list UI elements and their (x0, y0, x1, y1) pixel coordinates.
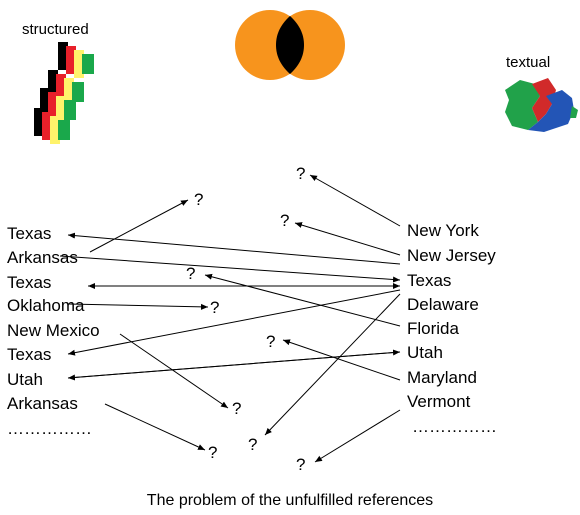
arrow-oklahoma-to-unknown (67, 303, 209, 310)
reference-arrows (59, 174, 401, 463)
unknown-marker: ? (248, 435, 258, 454)
overlap-venn-icon (235, 10, 345, 80)
unknown-marker: ? (296, 455, 306, 474)
arrow-maryland-to-unknown (282, 339, 401, 381)
unknown-marker: ? (232, 399, 242, 418)
arrow-newjersey-to-texas-left (67, 232, 401, 265)
right-list-item: Utah (407, 343, 443, 362)
right-list-item: Delaware (407, 295, 479, 314)
right-list-item: Texas (407, 271, 452, 290)
unknown-marker: ? (186, 264, 196, 283)
arrow-texas-left-to-texas-right (59, 255, 401, 283)
right-list-item: New York (407, 221, 479, 240)
left-list-item: Texas (7, 345, 52, 364)
arrow-florida-to-unknown (204, 273, 401, 327)
unknown-marker: ? (266, 332, 276, 351)
right-list-item: Vermont (407, 392, 471, 411)
left-list-item: Oklahoma (7, 296, 85, 315)
left-list-item: New Mexico (7, 321, 100, 340)
unknown-marker: ? (208, 443, 218, 462)
structured-label: structured (22, 21, 89, 38)
left-list-item: Texas (7, 224, 52, 243)
right-list-item: Florida (407, 319, 459, 338)
left-list-item: Arkansas (7, 394, 78, 413)
unknown-marker: ? (296, 164, 306, 183)
arrow-vermont-to-unknown (314, 409, 401, 463)
right-list-ellipsis: …………… (412, 417, 497, 436)
textual-map-icon (505, 78, 578, 132)
arrow-arkansas-to-unknown-low (104, 403, 206, 451)
arrow-newyork-to-unknown-top (309, 174, 401, 227)
arrow-arkansas-to-unknown (89, 199, 189, 253)
unknown-marker: ? (210, 298, 220, 317)
left-list-item: Utah (7, 370, 43, 389)
figure-caption: The problem of the unfulfilled reference… (146, 492, 434, 509)
arrow-delaware-to-texas-left (67, 289, 401, 356)
right-list-item: New Jersey (407, 246, 496, 265)
unknown-marker: ? (280, 211, 290, 230)
structured-data-icon (34, 42, 94, 144)
arrow-utah-to-utah-left (67, 351, 401, 381)
textual-label: textual (506, 54, 551, 71)
left-list-item: Arkansas (7, 248, 78, 267)
right-list-item: Maryland (407, 368, 477, 387)
arrow-delaware-to-unknown-low (264, 293, 401, 436)
unknown-marker: ? (194, 190, 204, 209)
left-list-item: Texas (7, 273, 52, 292)
arrow-newmexico-to-unknown (119, 333, 229, 409)
left-list-ellipsis: …………… (7, 419, 92, 438)
arrow-newjersey-to-unknown (294, 222, 401, 256)
